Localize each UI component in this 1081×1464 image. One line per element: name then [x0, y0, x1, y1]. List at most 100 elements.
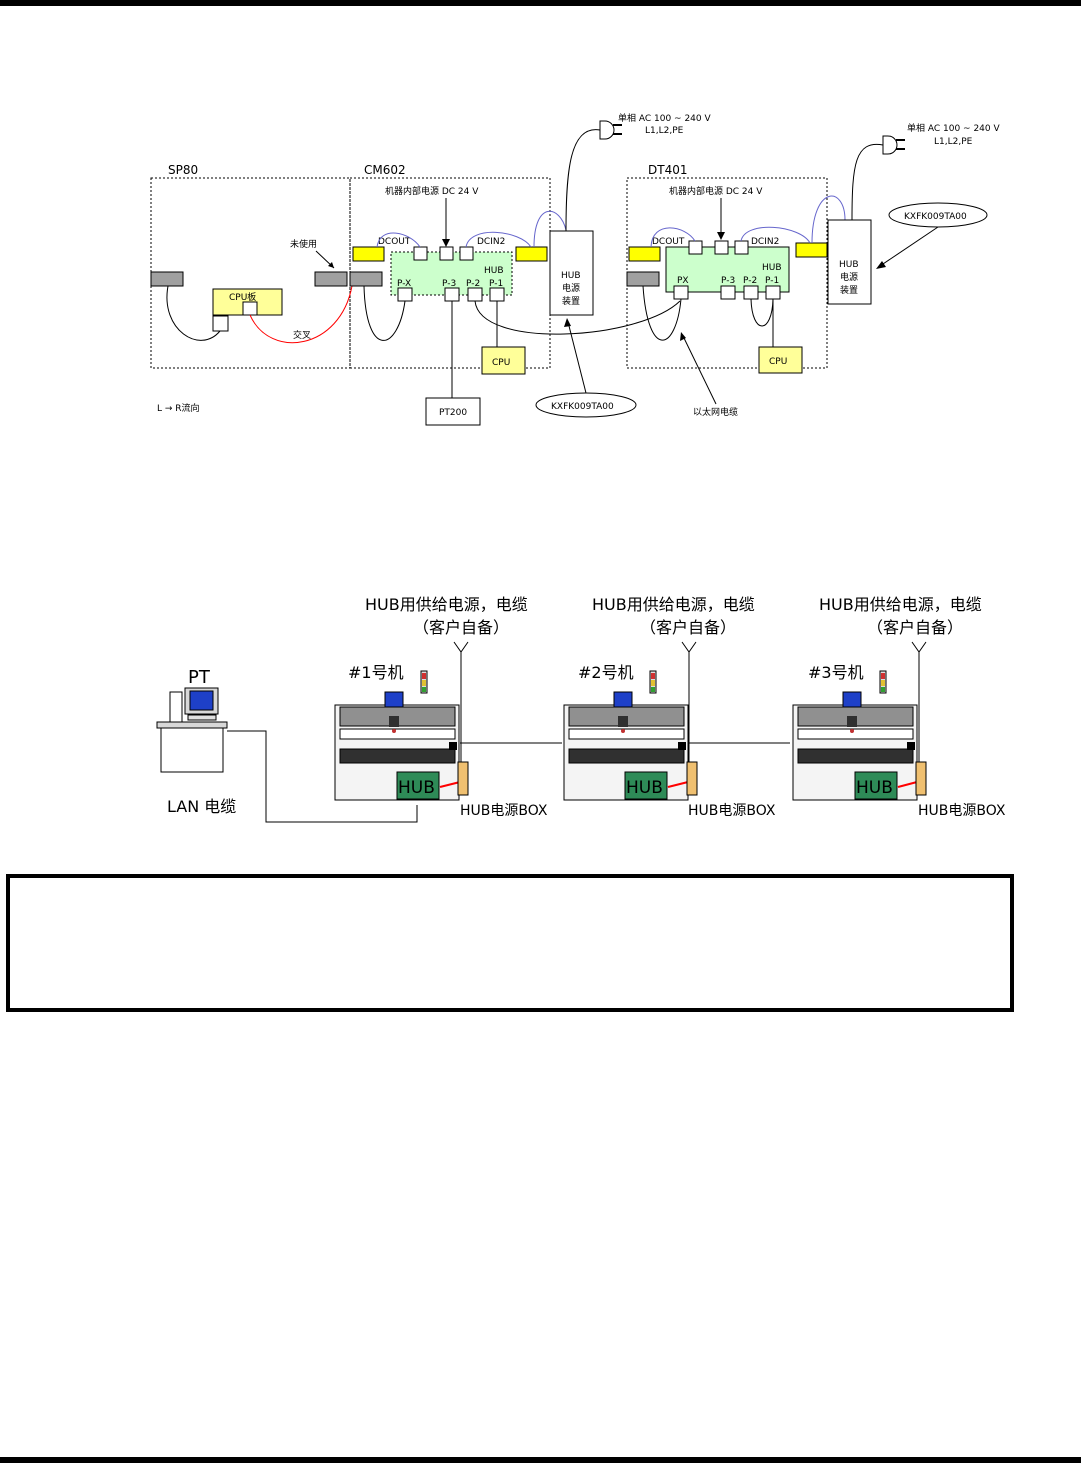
pt200-label: PT200	[439, 408, 467, 418]
cm602-label: CM602	[364, 163, 406, 177]
machine-3-monitor-icon	[842, 691, 862, 708]
ethernet-cable-label: 以太网电缆	[693, 406, 738, 418]
pt200-box	[425, 397, 481, 426]
sp80-port	[212, 315, 229, 332]
sp80-label: SP80	[168, 163, 198, 177]
supply-pointer-1	[453, 641, 469, 653]
machine-2: #2号机 HUB HUB电源BOX	[563, 663, 776, 819]
line-layout-diagram: HUB用供给电源，电缆 （客户自备） HUB用供给电源，电缆 （客户自备） HU…	[156, 595, 1006, 823]
cpu-board-label: CPU板	[229, 291, 256, 303]
cm-dcout-label: DCOUT	[378, 237, 411, 247]
bottom-rule	[0, 1457, 1081, 1463]
cm-port-px-label: P-X	[397, 279, 411, 289]
cm-dcout-power-cable	[376, 232, 421, 248]
machine-1-hub-power-box	[457, 761, 469, 796]
cm-power-arrowhead	[442, 239, 450, 247]
dt-port-p3-label: P-3	[721, 276, 735, 286]
lan-cable-line	[227, 730, 418, 823]
machine-1-monitor-icon	[384, 691, 404, 708]
hub-unit-2-line3: 装置	[840, 284, 858, 296]
supply-label-3-line2: （客户自备）	[867, 618, 963, 637]
network-diagram: SP80 CM602 DT401 CPU板 未使用 交叉 机器内部电源 DC 2…	[150, 112, 1000, 426]
dt-port-px-label: PX	[677, 276, 689, 286]
hub-unit-1-line3: 装置	[562, 295, 580, 307]
hub-unit-2-line2: 电源	[840, 271, 858, 283]
machine-2-label: #2号机	[578, 663, 634, 682]
dt-cpu-label: CPU	[769, 357, 787, 367]
hub-unit-2-line1: HUB	[839, 260, 859, 270]
machine-3-hub-label: HUB	[856, 778, 893, 798]
sp80-right-connector	[314, 271, 348, 287]
part-number-1-arrow	[567, 321, 587, 394]
ac-power-1-line2: L1,L2,PE	[645, 126, 684, 136]
machine-1-hub-label: HUB	[398, 778, 435, 798]
cm-left-connector	[349, 271, 383, 287]
dt-port-p2-label: P-2	[743, 276, 757, 286]
machine-2-hub-label: HUB	[626, 778, 663, 798]
cm-power-port-2	[439, 246, 454, 261]
cm-port-p1-label: P-1	[489, 279, 503, 289]
cm-dcin-power-cable	[465, 231, 532, 248]
dt-power-arrowhead	[717, 232, 725, 240]
part-number-1-label: KXFK009TA00	[551, 402, 614, 412]
dt-dcout-power-cable	[650, 227, 696, 248]
cross-label: 交叉	[293, 329, 311, 341]
dt-cpu-box	[758, 346, 803, 374]
cm-power-port-1	[413, 246, 428, 261]
part-number-2-label: KXFK009TA00	[904, 212, 967, 222]
machine-2-hub-power-box	[686, 761, 698, 796]
dt-port-p1-label: P-1	[765, 276, 779, 286]
lan-cable-label: LAN 电缆	[167, 797, 236, 816]
pt-label: PT	[188, 667, 211, 688]
unused-label: 未使用	[290, 238, 317, 250]
ac-plug-2-icon	[882, 135, 905, 155]
supply-label-1-line2: （客户自备）	[413, 618, 509, 637]
ac-power-1-line1: 单相 AC 100 ~ 240 V	[618, 112, 711, 124]
supply-label-3-line1: HUB用供给电源，电缆	[819, 595, 982, 614]
cm-hub-label: HUB	[484, 266, 504, 276]
cm-cpu-label: CPU	[492, 358, 510, 368]
dt-px-cable	[642, 285, 682, 341]
sp80-cable	[166, 285, 221, 341]
cm-port-p2-label: P-2	[466, 279, 480, 289]
hub-power-unit-1	[549, 230, 594, 316]
dt-power-label: 机器内部电源 DC 24 V	[669, 185, 763, 197]
pt-computer-icon	[156, 687, 228, 773]
dt-p2-p1-loop	[750, 298, 774, 327]
flow-direction-label: L → R流向	[157, 402, 200, 414]
ac-cable-2	[851, 143, 884, 221]
cm-dcin-connector	[515, 246, 548, 262]
dt401-label: DT401	[648, 163, 687, 177]
top-rule	[0, 0, 1081, 6]
machine-3: #3号机 HUB HUB电源BOX	[792, 663, 1006, 819]
dt-power-port-2	[714, 240, 729, 255]
cm-px-cable	[363, 285, 406, 341]
supply-label-1-line1: HUB用供给电源，电缆	[365, 595, 528, 614]
part-number-1-arrowhead	[564, 318, 571, 327]
machine-2-hub-box-label: HUB电源BOX	[688, 803, 776, 819]
supply-pointer-2	[681, 641, 697, 653]
hub-unit-1-line1: HUB	[561, 271, 581, 281]
sp80-left-connector	[150, 271, 184, 287]
dt-dcout-label: DCOUT	[652, 237, 685, 247]
note-box	[6, 874, 1014, 1012]
dt-power-port-1	[688, 240, 703, 255]
machine-2-monitor-icon	[613, 691, 633, 708]
cm-dcin2-label: DCIN2	[477, 237, 505, 247]
ethernet-cable-arrowhead	[680, 332, 686, 341]
supply-label-2-line1: HUB用供给电源，电缆	[592, 595, 755, 614]
machine-1-hub-box-label: HUB电源BOX	[460, 803, 548, 819]
cm-dcout-connector	[352, 246, 385, 262]
ac-cable-1	[565, 129, 601, 232]
ac-plug-1-icon	[599, 120, 622, 140]
machine-3-label: #3号机	[808, 663, 864, 682]
cm-port-p3-label: P-3	[442, 279, 456, 289]
part-number-2-arrowhead	[876, 261, 886, 269]
cm-hub-unit-cable	[533, 211, 567, 248]
dt-dcin-power-cable	[740, 226, 811, 244]
dt-hub-unit-cable	[811, 195, 846, 244]
ac-power-2-line2: L1,L2,PE	[934, 137, 973, 147]
machine-2-hub	[624, 771, 668, 800]
machine-1: #1号机 HUB HUB电源BOX	[334, 663, 548, 819]
supply-label-2-line2: （客户自备）	[640, 618, 736, 637]
